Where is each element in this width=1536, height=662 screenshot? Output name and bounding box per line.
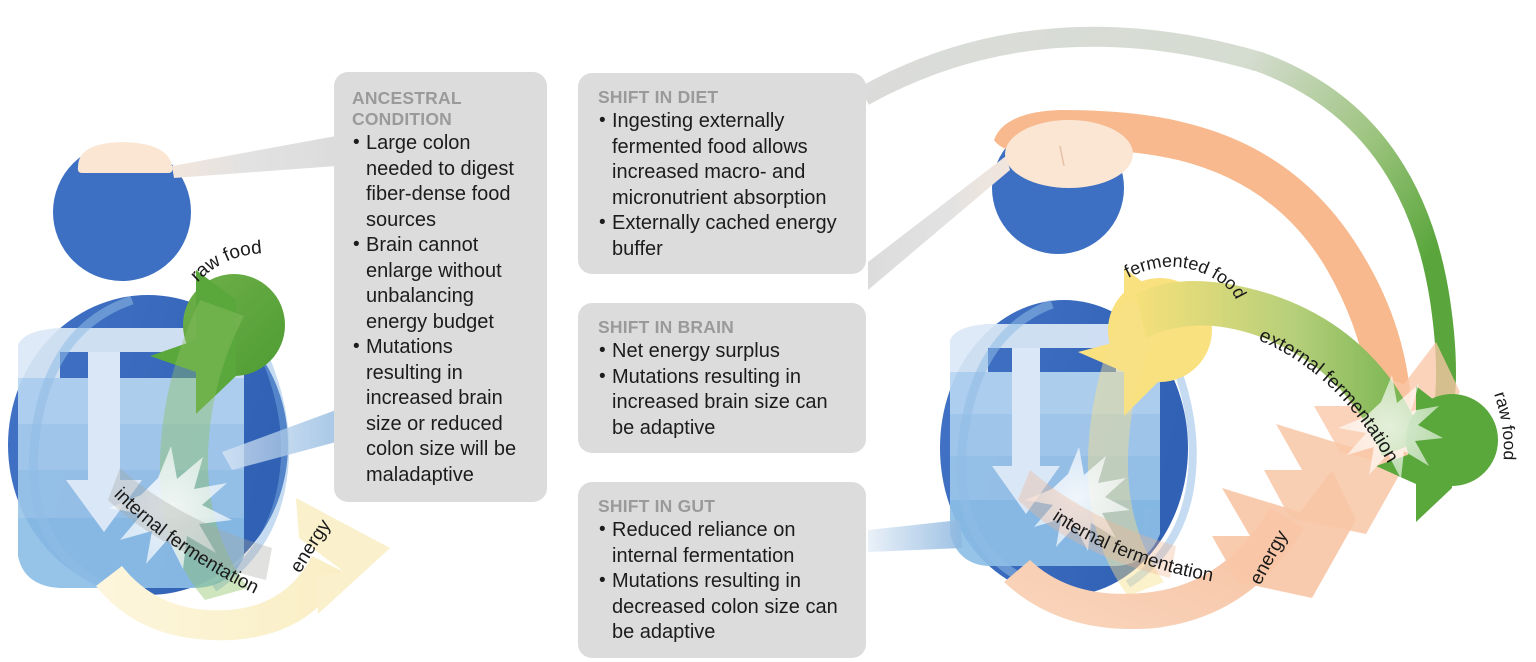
- infobox-shift-in-gut[interactable]: SHIFT IN GUT Reduced reliance on interna…: [578, 482, 866, 658]
- infobox-title-diet: SHIFT IN DIET: [598, 87, 719, 107]
- connector-gut-shift: [868, 520, 962, 552]
- infobox-bullets-gut: Reduced reliance on internal fermentatio…: [598, 517, 850, 646]
- label-fermented-food-right: fermented food: [1121, 251, 1250, 302]
- connector-brain-ancestral: [172, 136, 336, 178]
- right-body-highlight: [956, 299, 1054, 591]
- list-item: Mutations resulting in decreased colon s…: [598, 568, 850, 646]
- infobox-bullets-diet: Ingesting externally fermented food allo…: [598, 108, 850, 262]
- right-brain-overflow: [994, 110, 1412, 420]
- infobox-title-line1: ANCESTRAL: [352, 88, 462, 108]
- list-item: Brain cannot enlarge without unbalancing…: [352, 232, 533, 335]
- infobox-title-line2: CONDITION: [352, 109, 452, 129]
- list-item: Large colon needed to digest fiber-dense…: [352, 130, 533, 233]
- label-raw-food-left: raw food: [186, 237, 262, 286]
- list-item: Mutations resulting in increased brain s…: [352, 334, 533, 488]
- infobox-title-gut: SHIFT IN GUT: [598, 496, 716, 516]
- label-raw-food-right: raw food: [1490, 389, 1520, 461]
- arc-diet-to-rawfood: [859, 26, 1456, 433]
- list-item: Net energy surplus: [598, 338, 850, 365]
- left-energy-arrow: [96, 498, 390, 641]
- list-item: Reduced reliance on internal fermentatio…: [598, 517, 850, 569]
- infobox-title-brain: SHIFT IN BRAIN: [598, 317, 734, 337]
- right-brain: [1005, 120, 1133, 188]
- label-internal-fermentation-left: internal fermentation: [110, 484, 262, 599]
- infobox-ancestral-condition[interactable]: ANCESTRAL CONDITION Large colon needed t…: [334, 72, 547, 502]
- label-energy-right: energy: [1246, 527, 1293, 589]
- left-figure: [8, 136, 390, 641]
- right-figure: [868, 110, 1460, 630]
- infobox-shift-in-diet[interactable]: SHIFT IN DIET Ingesting externally ferme…: [578, 73, 866, 274]
- external-fermentation-band: [1136, 281, 1424, 456]
- label-energy-left: energy: [286, 515, 335, 576]
- label-external-fermentation-right: external fermentation: [1256, 324, 1403, 466]
- right-brain-sulcus: [1059, 145, 1065, 167]
- list-item: Externally cached energy buffer: [598, 210, 850, 262]
- right-colon-flow-arrow: [992, 348, 1060, 514]
- infobox-bullets-brain: Net energy surplus Mutations resulting i…: [598, 338, 850, 442]
- connector-brain-shift: [868, 156, 1010, 290]
- right-fermentation-starburst: [1025, 447, 1130, 551]
- left-head: [53, 143, 191, 281]
- left-raw-food-arrow: [150, 270, 285, 414]
- left-brain: [77, 142, 173, 173]
- infobox-bullets-ancestral: Large colon needed to digest fiber-dense…: [352, 130, 533, 488]
- left-fermentation-plume: [108, 468, 272, 580]
- external-fermentation-starburst: [1338, 375, 1443, 479]
- infobox-title-ancestral: ANCESTRAL CONDITION: [352, 88, 533, 130]
- connector-gut-ancestral: [222, 410, 336, 470]
- left-fermentation-starburst: [109, 446, 232, 569]
- left-colon-flow-arrow: [66, 352, 142, 532]
- right-fermentation-plume: [1018, 470, 1176, 578]
- left-body-highlight-2: [211, 316, 290, 592]
- infobox-shift-in-brain[interactable]: SHIFT IN BRAIN Net energy surplus Mutati…: [578, 303, 866, 453]
- list-item: Ingesting externally fermented food allo…: [598, 108, 850, 211]
- list-item: Mutations resulting in increased brain s…: [598, 364, 850, 442]
- left-body-highlight: [28, 295, 134, 597]
- label-internal-fermentation-right: internal fermentation: [1049, 506, 1215, 587]
